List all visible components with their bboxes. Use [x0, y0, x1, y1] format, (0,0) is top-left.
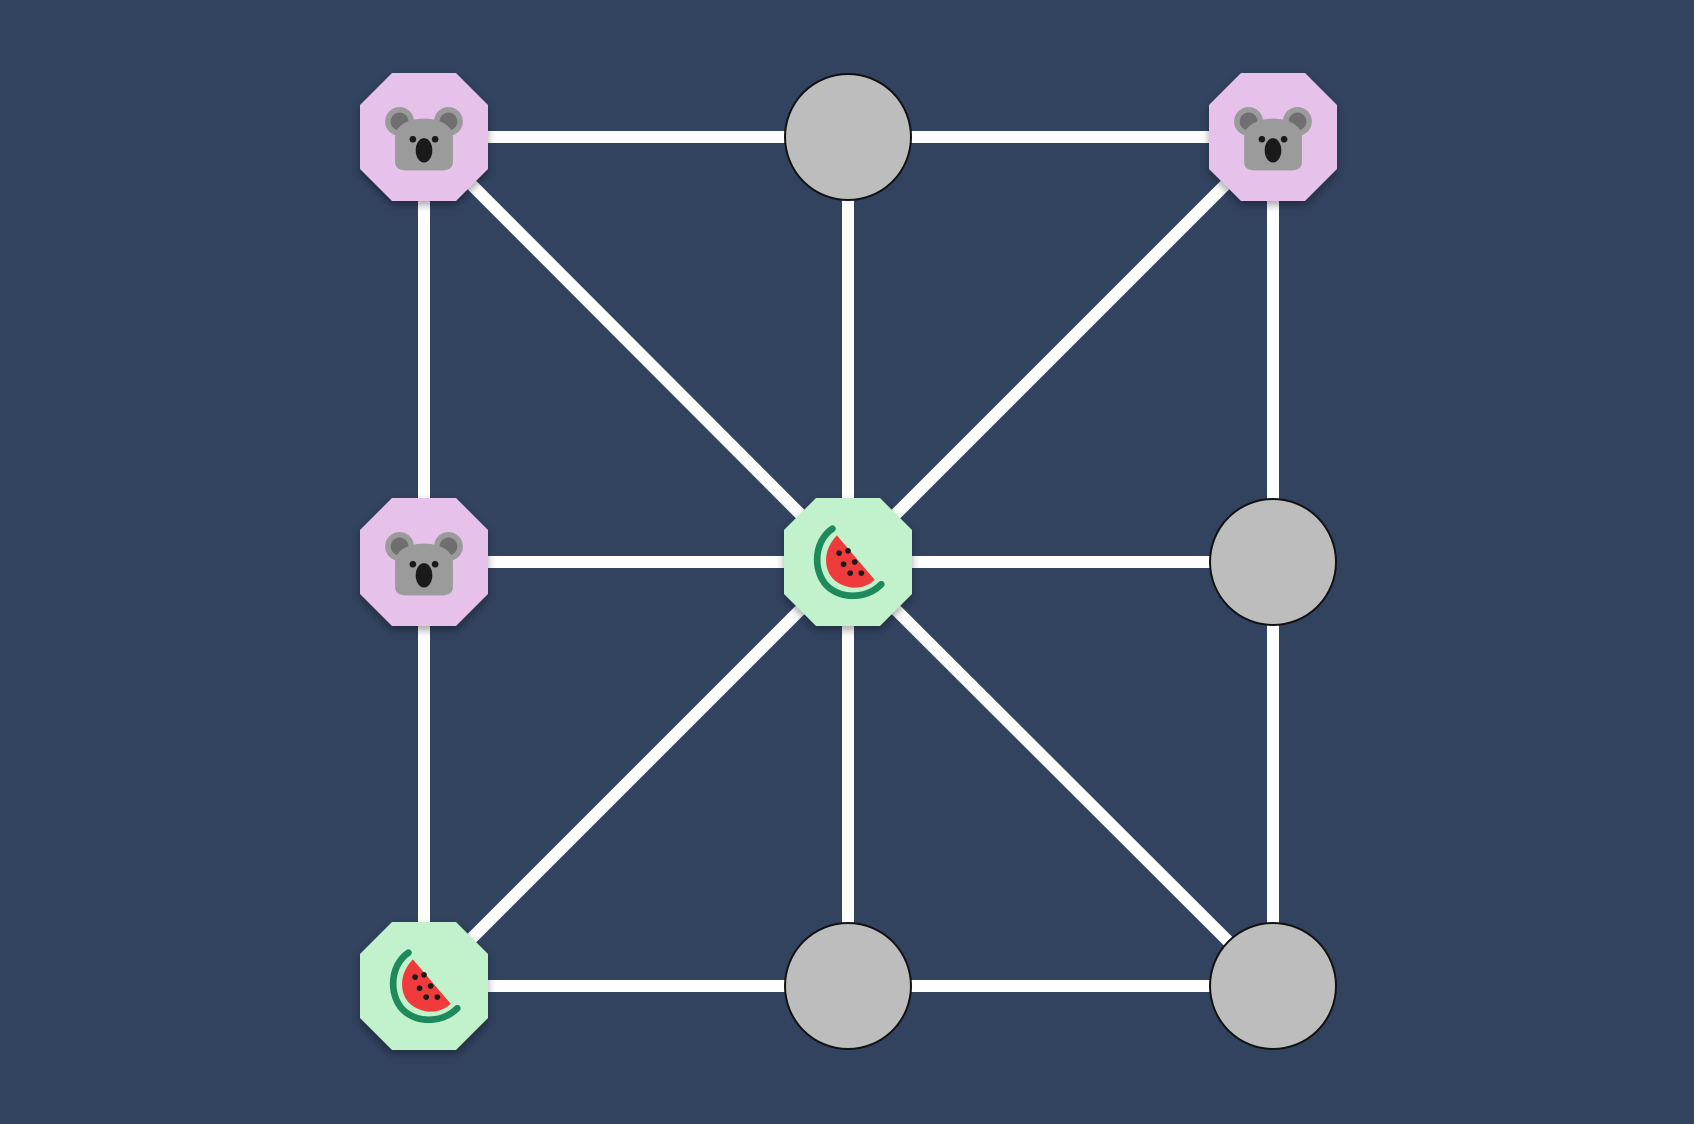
board-cell-r1-c3[interactable] [1209, 73, 1337, 201]
board-line-diag-bottom-left [419, 557, 853, 991]
board-line-diag-top-right [843, 132, 1278, 567]
empty-spot[interactable] [1209, 922, 1337, 1050]
board-cell-r3-c2[interactable] [784, 922, 912, 1050]
board-cell-r3-c1[interactable] [360, 922, 488, 1050]
board-cell-r2-c1[interactable] [360, 498, 488, 626]
board-cell-r2-c2[interactable] [784, 498, 912, 626]
empty-spot[interactable] [784, 922, 912, 1050]
empty-spot[interactable] [784, 73, 912, 201]
board-line-diag-top-left [419, 132, 853, 567]
board-positions [360, 73, 1337, 1050]
board-cell-r3-c3[interactable] [1209, 922, 1337, 1050]
board-cell-r1-c1[interactable] [360, 73, 488, 201]
board-cell-r1-c2[interactable] [784, 73, 912, 201]
board-line-diag-bottom-right [843, 557, 1278, 991]
empty-spot[interactable] [1209, 498, 1337, 626]
board-cell-r2-c3[interactable] [1209, 498, 1337, 626]
